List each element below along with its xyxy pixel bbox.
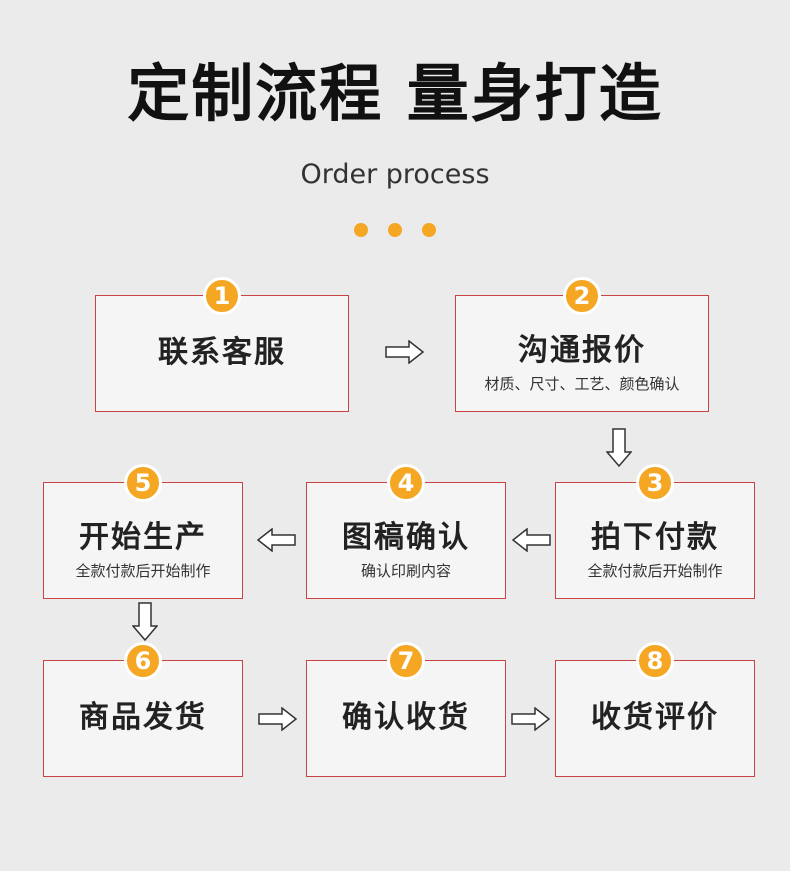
step-title: 开始生产 bbox=[79, 520, 207, 555]
dot-icon bbox=[354, 223, 368, 237]
decorative-dots bbox=[0, 222, 790, 241]
step-number-badge: 8 bbox=[636, 642, 674, 680]
arrow-left-icon bbox=[256, 528, 296, 552]
step-1-box: 1 联系客服 bbox=[95, 277, 349, 412]
arrow-down-icon bbox=[132, 602, 158, 642]
step-3-box: 3 拍下付款 全款付款后开始制作 bbox=[555, 464, 755, 599]
arrow-right-icon bbox=[385, 340, 425, 364]
step-description: 全款付款后开始制作 bbox=[75, 562, 211, 580]
step-title: 图稿确认 bbox=[342, 520, 470, 555]
step-title: 沟通报价 bbox=[518, 333, 646, 368]
step-title: 收货评价 bbox=[591, 700, 719, 735]
step-number-badge: 7 bbox=[387, 642, 425, 680]
step-description: 全款付款后开始制作 bbox=[587, 562, 723, 580]
step-title: 联系客服 bbox=[158, 335, 286, 370]
step-8-box: 8 收货评价 bbox=[555, 642, 755, 777]
arrow-left-icon bbox=[511, 528, 551, 552]
step-title: 商品发货 bbox=[79, 700, 207, 735]
arrow-right-icon bbox=[258, 707, 298, 731]
step-6-box: 6 商品发货 bbox=[43, 642, 243, 777]
step-number-badge: 6 bbox=[124, 642, 162, 680]
page-subtitle: Order process bbox=[300, 159, 490, 190]
step-title: 确认收货 bbox=[342, 700, 470, 735]
step-number-badge: 5 bbox=[124, 464, 162, 502]
step-description: 确认印刷内容 bbox=[360, 562, 451, 580]
arrow-right-icon bbox=[511, 707, 551, 731]
step-number-badge: 2 bbox=[563, 277, 601, 315]
step-2-box: 2 沟通报价 材质、尺寸、工艺、颜色确认 bbox=[455, 277, 709, 412]
step-number-badge: 3 bbox=[636, 464, 674, 502]
step-title: 拍下付款 bbox=[591, 520, 719, 555]
arrow-down-icon bbox=[606, 428, 632, 468]
dot-icon bbox=[388, 223, 402, 237]
step-number-badge: 1 bbox=[203, 277, 241, 315]
step-7-box: 7 确认收货 bbox=[306, 642, 506, 777]
step-description: 材质、尺寸、工艺、颜色确认 bbox=[484, 375, 680, 393]
step-number-badge: 4 bbox=[387, 464, 425, 502]
step-4-box: 4 图稿确认 确认印刷内容 bbox=[306, 464, 506, 599]
step-5-box: 5 开始生产 全款付款后开始制作 bbox=[43, 464, 243, 599]
page-title: 定制流程 量身打造 bbox=[127, 57, 663, 130]
dot-icon bbox=[422, 223, 436, 237]
